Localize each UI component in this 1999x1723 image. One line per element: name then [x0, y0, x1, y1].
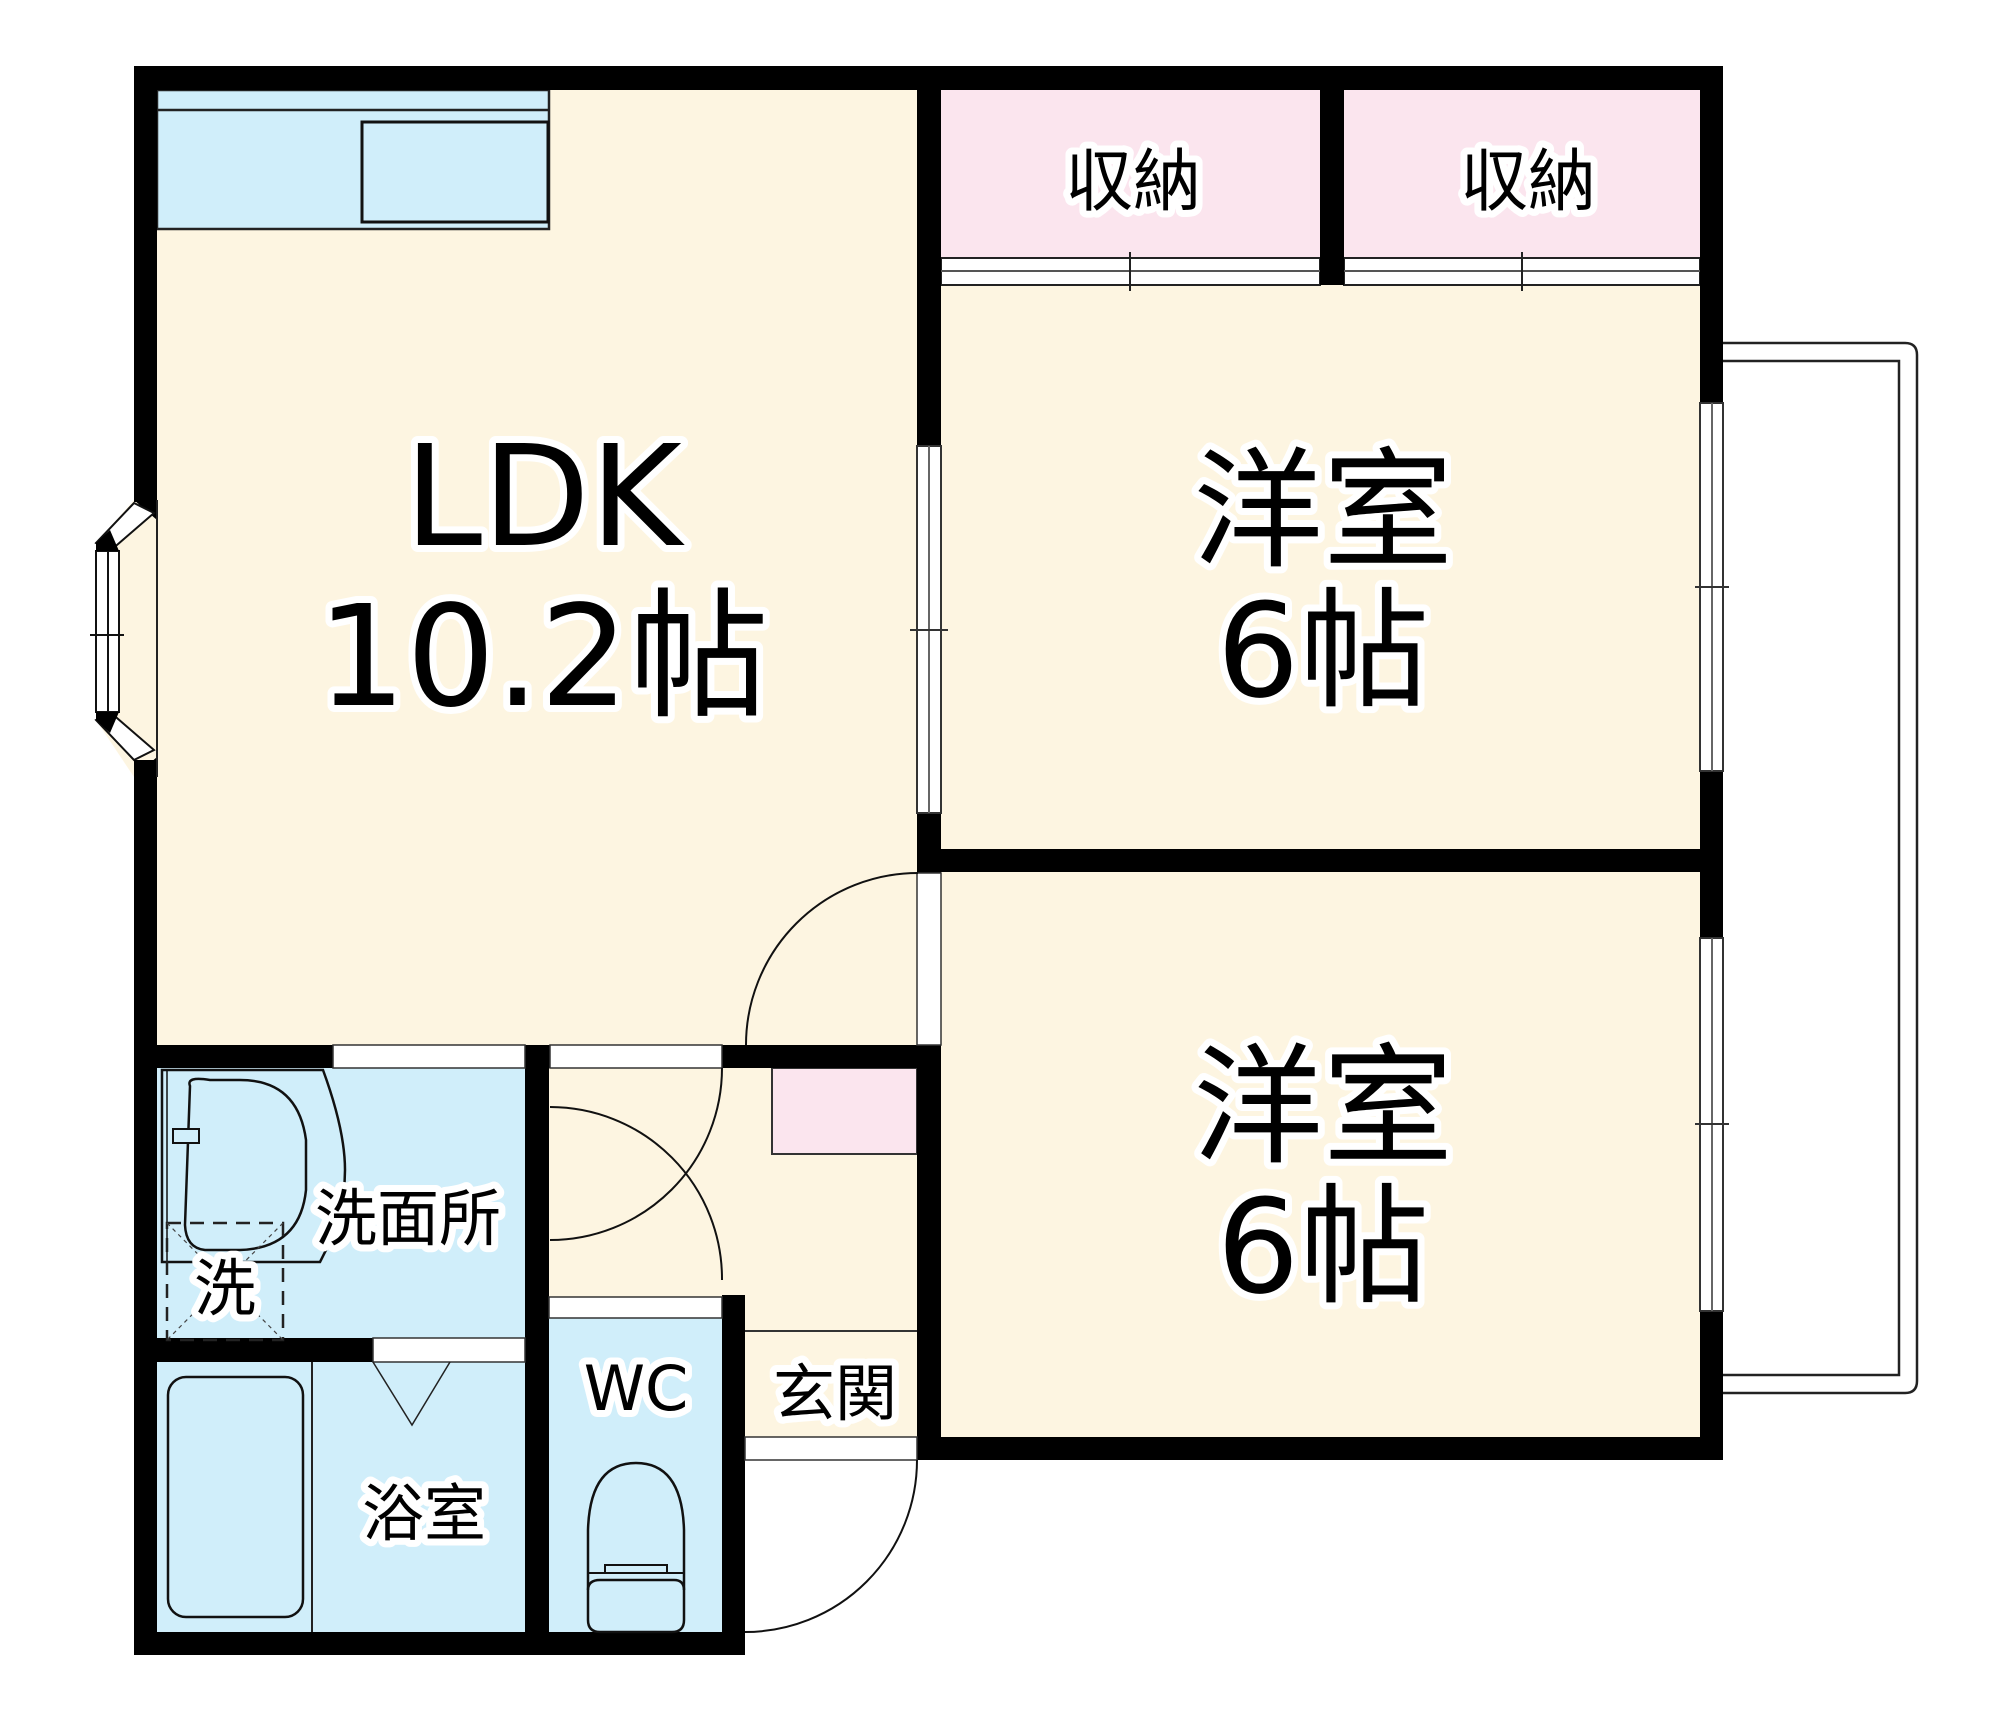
balcony	[1723, 341, 1919, 1395]
closet-doors[interactable]	[940, 252, 1701, 291]
door-entrance[interactable]	[744, 1459, 918, 1633]
shoe-cabinet	[771, 1067, 918, 1155]
bedroom-lower-name-label: 洋室	[1193, 1031, 1453, 1183]
window-lower-bedroom	[1695, 937, 1729, 1312]
floors	[157, 90, 1700, 1632]
kitchen-counter	[155, 88, 551, 231]
closet-left-floor	[941, 90, 1320, 258]
window-upper-bedroom	[1695, 402, 1729, 772]
entrance-floor	[745, 1298, 917, 1437]
entrance-label: 玄関	[773, 1357, 897, 1430]
openings	[332, 872, 942, 1461]
bedroom-upper-floor	[941, 285, 1700, 849]
closet-right-label: 収納	[1460, 143, 1596, 222]
bathtub-icon	[166, 1362, 313, 1632]
bathroom-label: 浴室	[362, 1477, 486, 1550]
washroom-label: 洗面所	[315, 1182, 501, 1255]
bedroom-upper-name-label: 洋室	[1193, 435, 1453, 587]
ldk-floor	[157, 90, 917, 1045]
ldk-size-label: 10.2帖	[317, 576, 769, 739]
toilet-label: WC	[584, 1352, 689, 1425]
bedroom-upper-size-label: 6帖	[1217, 575, 1430, 727]
door-swings[interactable]	[549, 872, 919, 1633]
washer-label: 洗	[194, 1252, 256, 1325]
toilet-icon	[586, 1461, 686, 1634]
room-labels: LDK 10.2帖 収納 収納 洋室 6帖 洋室 6帖 洗面所 洗 浴室 WC …	[187, 136, 1603, 1557]
door-washroom-hall-1[interactable]	[549, 1067, 723, 1241]
windows	[90, 402, 1729, 1312]
bedroom-lower-floor	[941, 872, 1700, 1437]
ldk-name-label: LDK	[404, 416, 685, 579]
door-washroom-hall-2[interactable]	[549, 1106, 724, 1281]
bay-window	[90, 480, 158, 782]
sink-icon	[360, 120, 550, 224]
door-ldk-hall[interactable]	[745, 872, 919, 1046]
bathroom-floor	[157, 1362, 525, 1632]
closet-left-label: 収納	[1065, 143, 1201, 222]
bath-door-marker-icon	[372, 1361, 451, 1427]
window-ldk-bedroom	[910, 445, 948, 814]
fixtures	[160, 1068, 686, 1634]
closet-right-floor	[1344, 90, 1700, 258]
washer-space-icon	[165, 1221, 285, 1342]
bedroom-lower-size-label: 6帖	[1217, 1171, 1430, 1323]
washbasin-icon	[160, 1068, 347, 1264]
